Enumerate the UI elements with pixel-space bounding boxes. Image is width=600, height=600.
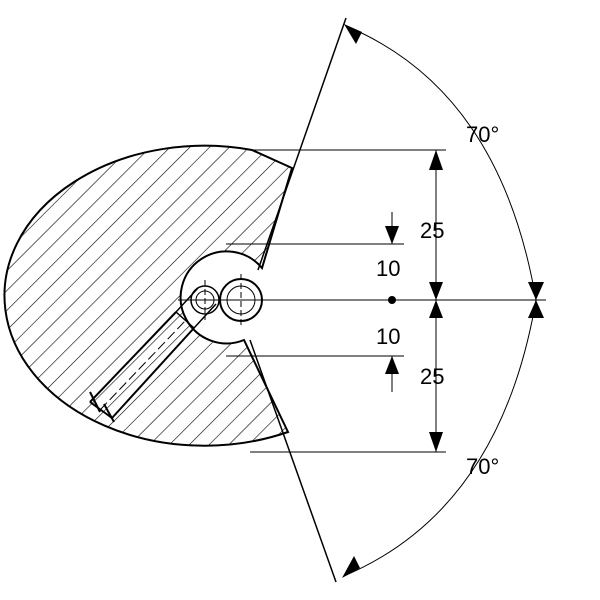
- center-point: [388, 296, 396, 304]
- inner-label-upper: 10: [376, 256, 400, 281]
- arrow-10-top: [385, 226, 399, 244]
- arrow-angle-top-start: [344, 24, 362, 44]
- offset-label-lower: 25: [420, 364, 444, 389]
- arrow-25-mid-down: [429, 300, 443, 318]
- right-hole: [216, 274, 266, 326]
- arrow-angle-bottom-end: [342, 556, 360, 578]
- angle-label-bottom: 70°: [466, 454, 499, 479]
- arrow-25-top: [429, 150, 443, 170]
- diagonal-pipe: [89, 287, 217, 423]
- angle-arc-bottom: [343, 299, 537, 577]
- arrow-angle-bottom-start: [528, 300, 544, 318]
- angle-label-top: 70°: [466, 122, 499, 147]
- offset-label-upper: 25: [420, 218, 444, 243]
- arrow-25-bottom: [429, 432, 443, 452]
- arrow-25-mid-up: [429, 282, 443, 300]
- inner-label-lower: 10: [376, 324, 400, 349]
- angle-arc-top: [345, 25, 537, 301]
- hatched-body: [3, 144, 294, 447]
- arrow-angle-top-end: [528, 282, 544, 300]
- arrow-10-bottom: [385, 356, 399, 374]
- upper-sector-line: [257, 17, 347, 271]
- lower-sector-line: [249, 339, 337, 583]
